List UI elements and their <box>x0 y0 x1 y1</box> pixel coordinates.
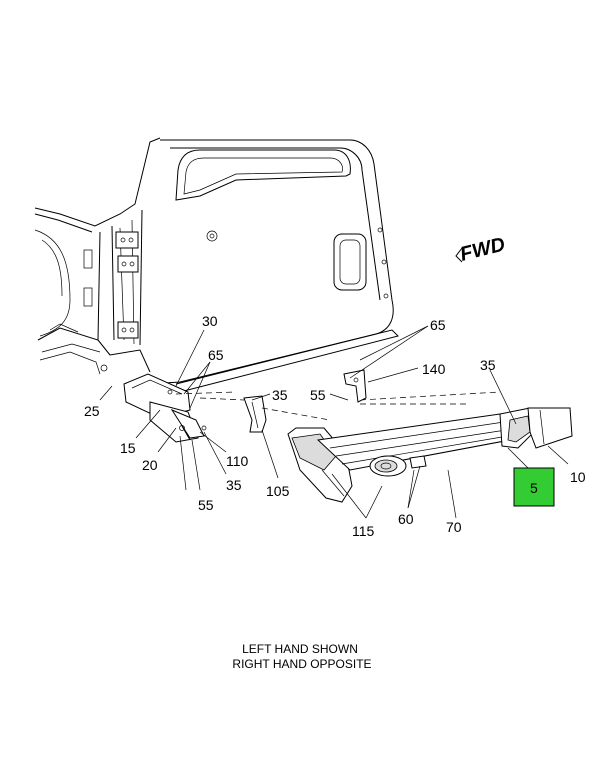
callout-35-left[interactable]: 35 <box>226 477 242 493</box>
callout-labels: 30 65 25 15 20 110 35 55 35 105 65 55 14… <box>84 313 586 539</box>
callout-15[interactable]: 15 <box>120 440 136 456</box>
callout-105[interactable]: 105 <box>266 483 290 499</box>
callout-10[interactable]: 10 <box>570 469 586 485</box>
callout-20[interactable]: 20 <box>142 457 158 473</box>
callout-115[interactable]: 115 <box>352 523 375 539</box>
rear-bracket <box>343 369 367 403</box>
callout-65-right[interactable]: 65 <box>430 317 446 333</box>
callout-25[interactable]: 25 <box>84 403 100 419</box>
callout-5[interactable]: 5 <box>530 480 538 496</box>
cab-step-assembly <box>175 391 573 503</box>
mid-bracket <box>243 395 267 433</box>
callout-35-mid[interactable]: 35 <box>272 387 288 403</box>
callout-30[interactable]: 30 <box>202 313 218 329</box>
callout-110[interactable]: 110 <box>226 453 249 469</box>
front-bracket-assembly <box>123 373 207 443</box>
leader-lines <box>99 325 569 519</box>
callout-60[interactable]: 60 <box>398 511 414 527</box>
fwd-label: FWD <box>458 233 508 265</box>
note-right-hand-opposite: RIGHT HAND OPPOSITE <box>232 657 371 671</box>
note-left-hand-shown: LEFT HAND SHOWN <box>242 642 358 656</box>
fwd-direction-indicator: FWD <box>455 233 508 266</box>
callout-70[interactable]: 70 <box>446 519 462 535</box>
callout-140[interactable]: 140 <box>422 361 446 377</box>
callout-55-right[interactable]: 55 <box>310 387 326 403</box>
callout-35-right[interactable]: 35 <box>480 357 496 373</box>
callout-55-left[interactable]: 55 <box>198 497 214 513</box>
callout-65-left[interactable]: 65 <box>208 347 224 363</box>
highlighted-part-box[interactable] <box>513 467 555 507</box>
cab-door-illustration <box>34 137 399 393</box>
